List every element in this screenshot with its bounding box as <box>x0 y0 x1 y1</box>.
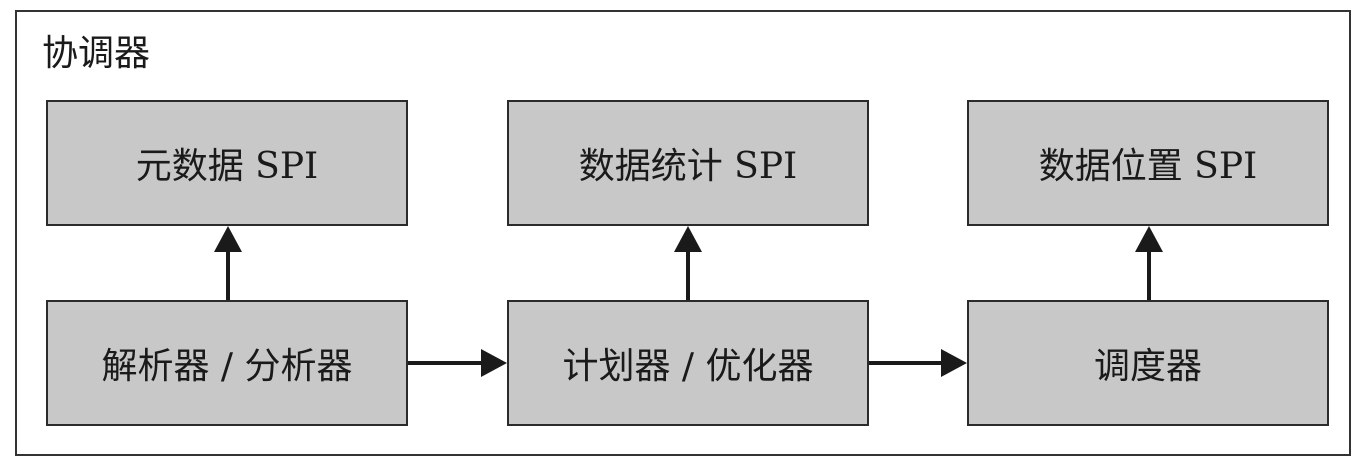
data-location-spi-box: 数据位置 SPI <box>967 100 1329 226</box>
coordinator-title: 协调器 <box>42 33 151 74</box>
metadata-spi-box: 元数据 SPI <box>46 100 408 226</box>
scheduler-box: 调度器 <box>967 300 1329 426</box>
planner-optimizer-box: 计划器 / 优化器 <box>507 300 869 426</box>
parser-analyzer-box: 解析器 / 分析器 <box>46 300 408 426</box>
data-stats-spi-box: 数据统计 SPI <box>507 100 869 226</box>
